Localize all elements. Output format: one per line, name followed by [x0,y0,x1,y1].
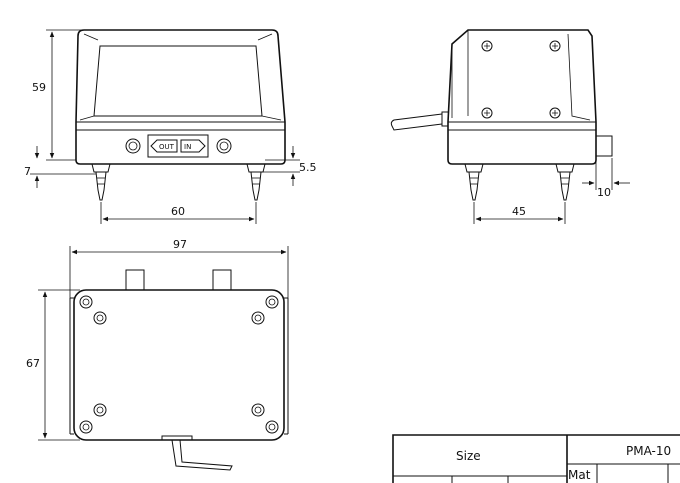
dim-foot-7: 7 [24,165,31,178]
port-label-out: OUT [159,143,175,151]
side-view-dimensions: 45 10 [473,158,630,224]
port-label-in: IN [184,143,191,151]
dim-width-97: 97 [173,238,187,251]
dim-foot-spacing-45: 45 [512,205,526,218]
dim-foot-spacing-60: 60 [171,205,185,218]
top-view-dimensions: 97 67 [26,238,289,441]
dim-height-59: 59 [32,81,46,94]
side-view [390,29,613,201]
title-block-size-label: Size [456,449,481,463]
dim-nozzle-10: 10 [597,186,611,199]
title-block-model: PMA-10 [626,444,671,458]
front-view: OUT IN [75,29,286,201]
title-block: Size PMA-10 Mat [392,434,680,483]
dim-foot-5-5: 5.5 [299,161,317,174]
top-view [69,269,289,471]
front-view-dimensions: 59 7 5.5 60 [24,29,317,224]
screw-hole-icon [79,295,279,434]
dim-depth-67: 67 [26,357,40,370]
screw-icon [481,40,561,119]
title-block-material-label: Mat [568,468,591,482]
